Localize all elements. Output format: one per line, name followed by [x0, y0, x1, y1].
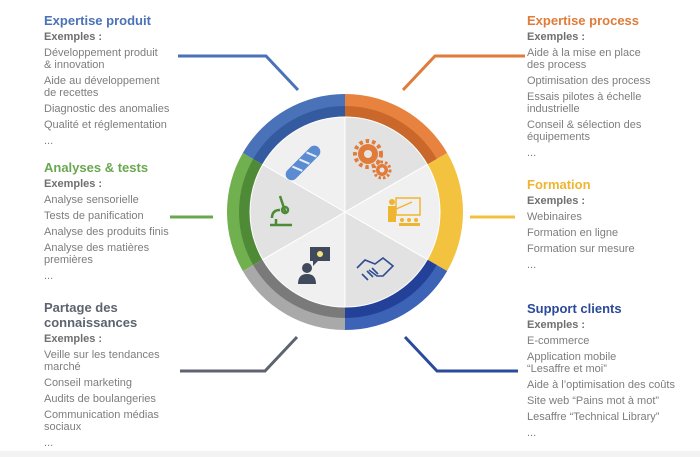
- list-item: Aide au développement de recettes: [44, 75, 160, 99]
- examples-label: Exemples :: [44, 333, 103, 345]
- baguette-icon: [285, 145, 321, 181]
- list-item: Analyse des produits finis: [44, 226, 169, 238]
- ring-segment-partage: [242, 264, 345, 330]
- block-title: Partage des connaissances: [44, 300, 138, 330]
- list-item: Diagnostic des anomalies: [44, 103, 170, 115]
- ring-segment-support: [345, 264, 448, 330]
- connectors: [170, 54, 525, 373]
- list-item: Conseil marketing: [44, 377, 133, 389]
- list-item: Tests de panification: [44, 210, 144, 222]
- ring-inner-segment-analyses: [239, 159, 264, 265]
- list-item: ...: [44, 437, 54, 449]
- connector-produit: [178, 54, 300, 92]
- pie-wedge-analyses: [249, 163, 346, 261]
- handshake-icon: [356, 256, 395, 281]
- list-item: ...: [527, 259, 537, 271]
- list-item: Audits de boulangeries: [44, 393, 156, 405]
- block-expertise-produit: Expertise produit Exemples : Développeme…: [44, 13, 214, 147]
- list-item: ...: [527, 147, 537, 159]
- block-title: Analyses & tests: [44, 160, 149, 175]
- list-item: Conseil & sélection des équipements: [527, 119, 642, 143]
- list-item: Veille sur les tendances marché: [44, 349, 160, 373]
- ring-segment-process: [345, 94, 448, 160]
- list-item: ...: [527, 427, 537, 439]
- list-item: Analyse sensorielle: [44, 194, 139, 206]
- list-item: Communication médias sociaux: [44, 409, 159, 433]
- microscope-icon: [270, 195, 292, 227]
- list-item: Essais pilotes à échelle industrielle: [527, 91, 642, 115]
- list-item: E-commerce: [527, 335, 590, 347]
- pie-wedge-partage: [262, 211, 346, 308]
- ring-inner-segment-formation: [426, 159, 452, 265]
- pie: [249, 116, 441, 308]
- list-item: Lesaffre “Technical Library”: [527, 411, 660, 423]
- list-item: Qualité et réglementation: [44, 119, 167, 131]
- list-item: Formation en ligne: [527, 227, 619, 239]
- list-item: Analyse des matières premières: [44, 242, 150, 266]
- block-title: Formation: [527, 177, 591, 192]
- examples-label: Exemples :: [527, 195, 586, 207]
- list-item: Développement produit & innovation: [44, 47, 158, 71]
- examples-label: Exemples :: [527, 31, 586, 43]
- examples-label: Exemples :: [44, 31, 103, 43]
- block-partage-connaissances: Partage des connaissances Exemples : Vei…: [44, 300, 214, 449]
- list-item: Aide à la mise en place des process: [527, 47, 641, 71]
- idea-person-icon: [298, 247, 330, 284]
- block-title: Support clients: [527, 301, 622, 316]
- list-item: Aide à l’optimisation des coûts: [527, 379, 675, 391]
- ring-segment-produit: [242, 94, 345, 160]
- gears-icon: [353, 139, 392, 180]
- examples-label: Exemples :: [44, 178, 103, 190]
- ring-segment-formation: [435, 153, 463, 271]
- connector-process: [401, 54, 525, 92]
- connector-support: [403, 335, 518, 373]
- block-formation: Formation Exemples : Webinaires Formatio…: [527, 177, 697, 271]
- block-title: Expertise produit: [44, 13, 151, 28]
- list-item: ...: [44, 135, 54, 147]
- block-expertise-process: Expertise process Exemples : Aide à la m…: [527, 13, 697, 159]
- block-analyses-tests: Analyses & tests Exemples : Analyse sens…: [44, 160, 214, 282]
- footer-strip: [0, 451, 700, 457]
- list-item: Webinaires: [527, 211, 582, 223]
- list-item: Optimisation des process: [527, 75, 651, 87]
- list-item: ...: [44, 270, 54, 282]
- ring-segment-analyses: [227, 153, 255, 271]
- block-title: Expertise process: [527, 13, 640, 28]
- connector-partage: [180, 335, 299, 373]
- list-item: Formation sur mesure: [527, 243, 635, 255]
- block-support-clients: Support clients Exemples : E-commerce Ap…: [527, 301, 699, 439]
- list-item: Application mobile “Lesaffre et moi”: [527, 351, 617, 375]
- examples-label: Exemples :: [527, 319, 586, 331]
- list-item: Site web “Pains mot à mot”: [527, 395, 660, 407]
- teacher-icon: [388, 197, 421, 226]
